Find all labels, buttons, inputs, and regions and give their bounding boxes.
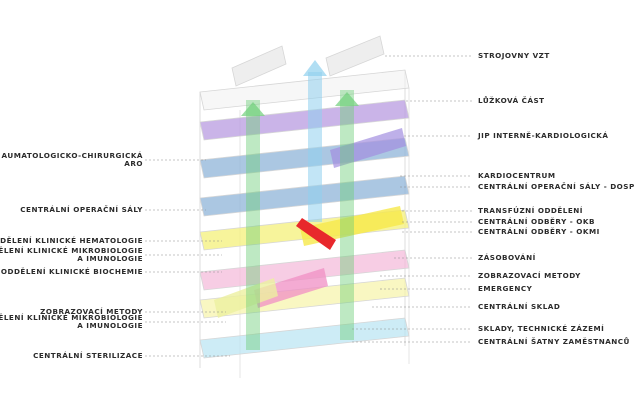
label-line: ZOBRAZOVACÍ METODY [478, 271, 581, 280]
floor-slab-roof [199, 69, 410, 111]
label-line: JIP INTERNĚ-KARDIOLOGICKÁ [478, 131, 609, 140]
leader-lines [145, 55, 472, 357]
floor-slab-f5 [199, 99, 410, 141]
zone-kardiocentrum [330, 128, 406, 168]
core-blue-shaft [308, 72, 322, 222]
label-line: SKLADY, TECHNICKÉ ZÁZEMÍ [478, 324, 605, 333]
core-green-arrow-left [241, 102, 265, 116]
label-line: ZOBRAZOVACÍ METODY [40, 307, 143, 316]
label-right-10: EMERGENCY [478, 285, 532, 293]
label-right-2: JIP INTERNĚ-KARDIOLOGICKÁ [478, 132, 608, 140]
core-green-right [340, 90, 354, 340]
label-line: KARDIOCENTRUM [478, 171, 556, 180]
label-line: TRANSFÚZNÍ ODDĚLENÍ [478, 206, 583, 215]
label-right-13: CENTRÁLNÍ ŠATNY ZAMĚSTNANCŮ [478, 338, 630, 346]
floor-slab-f3 [199, 175, 410, 217]
label-right-0: STROJOVNY VZT [478, 52, 550, 60]
label-left-7: CENTRÁLNÍ STERILIZACE [33, 352, 143, 360]
machine-room-right [325, 35, 385, 77]
label-line: CENTRÁLNÍ OPERAČNÍ SÁLY [20, 205, 143, 214]
label-right-4: CENTRÁLNÍ OPERAČNÍ SÁLY - DOSP [478, 183, 635, 191]
core-green-arrow-right [335, 92, 359, 106]
highlight-block [296, 218, 336, 250]
floor-slabs [199, 69, 410, 359]
label-line: ODDĚLENÍ KLINICKÉ HEMATOLOGIE [0, 236, 143, 245]
label-left-2: ODDĚLENÍ KLINICKÉ HEMATOLOGIE [0, 237, 143, 245]
label-line: STROJOVNY VZT [478, 51, 550, 60]
label-line: ARO [124, 159, 143, 168]
label-line: EMERGENCY [478, 284, 533, 293]
core-blue-arrow [303, 60, 327, 76]
label-line: ODDĚLENÍ KLINICKÉ MIKROBIOLOGIE [0, 246, 143, 255]
label-line: AUMATOLOGICKO-CHIRURGICKÁ [1, 151, 143, 160]
machine-room-left [231, 45, 287, 87]
label-line: CENTRÁLNÍ ODBĚRY - OKMI [478, 227, 600, 236]
label-right-12: SKLADY, TECHNICKÉ ZÁZEMÍ [478, 325, 604, 333]
label-right-1: LŮŽKOVÁ ČÁST [478, 97, 545, 105]
floor-slab-fb [199, 317, 410, 359]
label-line: A IMUNOLOGIE [77, 254, 143, 263]
label-right-7: CENTRÁLNÍ ODBĚRY - OKMI [478, 228, 600, 236]
label-line: ODDĚLENÍ KLINICKÉ BIOCHEMIE [0, 267, 143, 276]
label-line: CENTRÁLNÍ ODBĚRY - OKB [478, 217, 595, 226]
label-right-6: CENTRÁLNÍ ODBĚRY - OKB [478, 218, 595, 226]
label-line: CENTRÁLNÍ STERILIZACE [33, 351, 143, 360]
floor-slab-f1 [199, 249, 410, 291]
label-line: CENTRÁLNÍ SKLAD [478, 302, 561, 311]
label-line: ZÁSOBOVÁNÍ [478, 253, 536, 262]
label-line: A IMUNOLOGIE [77, 321, 143, 330]
label-right-5: TRANSFÚZNÍ ODDĚLENÍ [478, 207, 583, 215]
label-left-5: ZOBRAZOVACÍ METODY [40, 308, 143, 316]
label-left-4: ODDĚLENÍ KLINICKÉ BIOCHEMIE [1, 268, 143, 276]
label-line: ODDĚLENÍ KLINICKÉ MIKROBIOLOGIE [0, 313, 143, 322]
vertical-cores [241, 60, 359, 350]
label-right-11: CENTRÁLNÍ SKLAD [478, 303, 560, 311]
label-right-9: ZOBRAZOVACÍ METODY [478, 272, 581, 280]
core-green-left [246, 100, 260, 350]
label-right-8: ZÁSOBOVÁNÍ [478, 254, 536, 262]
label-left-1: CENTRÁLNÍ OPERAČNÍ SÁLY [20, 206, 143, 214]
label-line: LŮŽKOVÁ ČÁST [478, 96, 545, 105]
label-right-3: KARDIOCENTRUM [478, 172, 556, 180]
label-line: CENTRÁLNÍ OPERAČNÍ SÁLY - DOSP [478, 182, 635, 191]
zone-zobrazovaci [214, 278, 278, 318]
label-line: CENTRÁLNÍ ŠATNY ZAMĚSTNANCŮ [478, 337, 630, 346]
